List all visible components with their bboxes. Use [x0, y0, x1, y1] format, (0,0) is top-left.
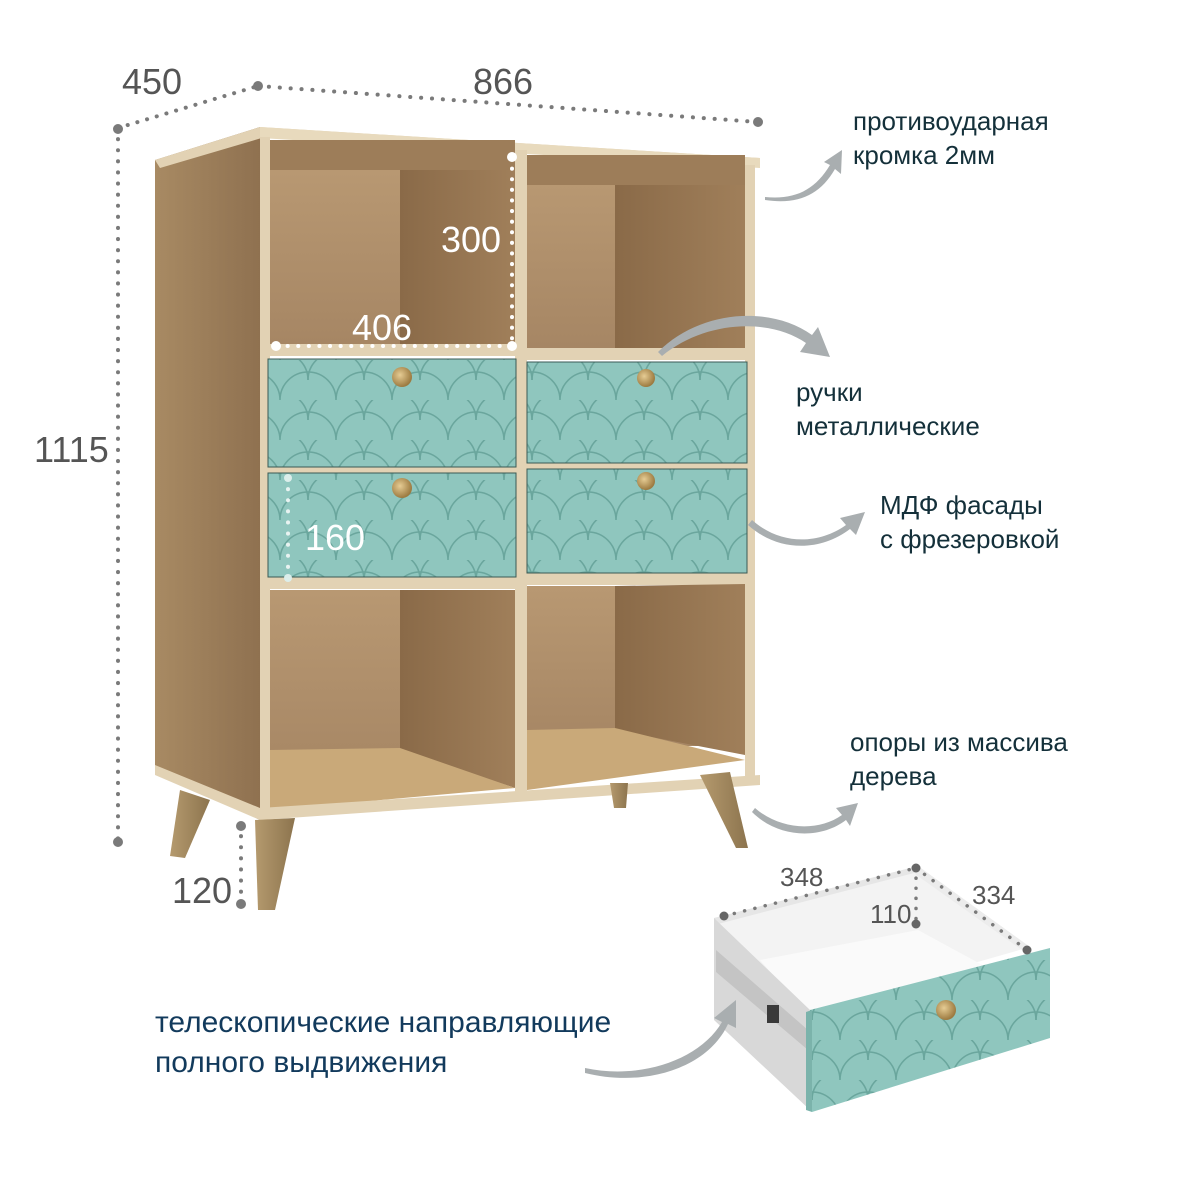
round-knob-icon: [637, 369, 655, 387]
feature-rails-line2: полного выдвижения: [155, 1046, 448, 1079]
drawer-width-dimension: 348: [780, 862, 824, 892]
leg-front-left: [255, 818, 295, 910]
feature-facades-line1: МДФ фасады: [880, 490, 1043, 520]
drawer-height-dimension: 160: [305, 517, 366, 558]
drawer-inner-height-dimension: 110: [870, 899, 912, 929]
drawer-fronts: [267, 358, 748, 578]
height-dimension: 1115: [34, 429, 109, 470]
round-knob-icon: [392, 478, 412, 498]
feature-facades: МДФ фасады с фрезеровкой: [880, 488, 1059, 556]
cabinet: [155, 127, 760, 910]
feature-edge: противоударная кромка 2мм: [853, 104, 1049, 172]
width-dimension: 866: [473, 61, 534, 102]
drawer-illustration: [714, 863, 1050, 1112]
telescopic-rail: [716, 950, 808, 1050]
round-knob-icon: [936, 1000, 956, 1020]
round-knob-icon: [637, 472, 655, 490]
feature-facades-line2: с фрезеровкой: [880, 524, 1060, 554]
leg-height-dimension: 120: [172, 870, 233, 911]
feature-rails-line1: телескопические направляющие: [155, 1006, 612, 1039]
internal-dimension-lines: [271, 152, 517, 582]
leg-back-left: [170, 790, 210, 858]
feature-legs-line1: опоры из массива: [850, 727, 1068, 757]
feature-edge-line1: противоударная: [853, 106, 1049, 136]
feature-handles: ручки металлические: [796, 375, 980, 443]
drawer-depth-dimension: 334: [972, 880, 1016, 910]
curved-arrow-icon: [585, 150, 865, 1078]
shelf-height-dimension: 300: [441, 219, 502, 260]
feature-legs: опоры из массива дерева: [850, 725, 1068, 793]
shelf-width-dimension: 406: [352, 307, 413, 348]
feature-rails: телескопические направляющие полного выд…: [155, 1003, 611, 1083]
leg-front-right: [700, 772, 748, 848]
depth-dimension: 450: [122, 61, 183, 102]
feature-legs-line2: дерева: [850, 761, 937, 791]
dimension-lines: [113, 81, 763, 909]
leg-back-right: [610, 783, 628, 808]
feature-handles-line1: ручки: [796, 377, 863, 407]
feature-edge-line2: кромка 2мм: [853, 140, 996, 170]
feature-handles-line2: металлические: [796, 411, 980, 441]
round-knob-icon: [392, 367, 412, 387]
